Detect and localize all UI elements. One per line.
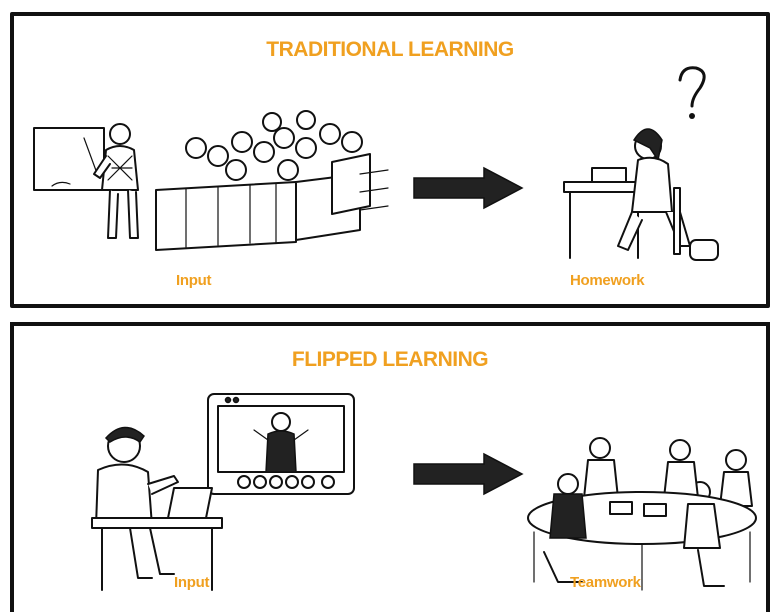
- teacher-at-board-icon: [33, 123, 139, 239]
- question-mark-icon: [678, 66, 706, 119]
- classroom-students-icon: [155, 110, 389, 251]
- traditional-input-label: Input: [176, 272, 212, 289]
- traditional-homework-label: Homework: [570, 272, 645, 289]
- flipped-teamwork-label: Teamwork: [570, 574, 641, 591]
- traditional-learning-title: TRADITIONAL LEARNING: [266, 38, 514, 61]
- flipped-learning-panel: FLIPPED LEARNING: [10, 322, 770, 612]
- flipped-learning-title: FLIPPED LEARNING: [291, 348, 489, 371]
- arrow-right-icon: [413, 452, 524, 496]
- student-laptop-icon: [91, 426, 223, 591]
- traditional-learning-panel: TRADITIONAL LEARNING: [10, 12, 770, 308]
- video-player-icon: [207, 393, 355, 495]
- arrow-right-icon: [413, 166, 524, 210]
- team-table-icon: [527, 437, 757, 591]
- flipped-input-label: Input: [174, 574, 210, 591]
- student-homework-icon: [563, 128, 719, 261]
